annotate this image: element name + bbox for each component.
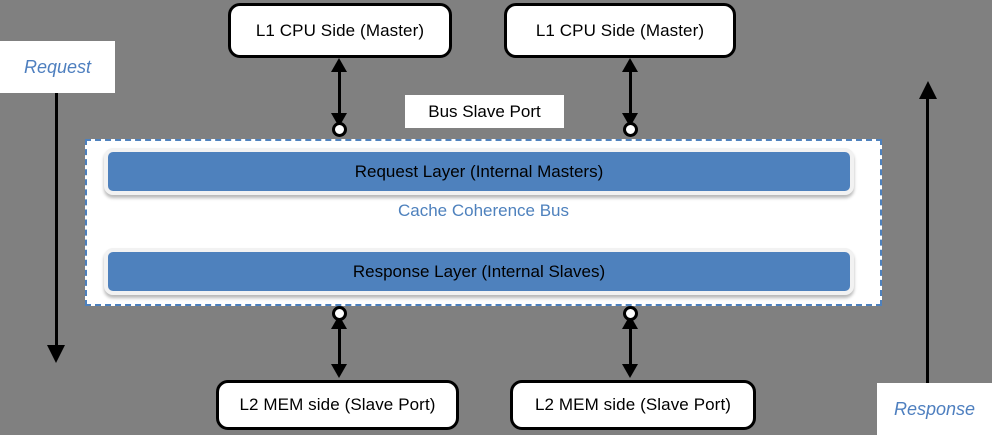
slave-connector-2-line (628, 325, 632, 368)
response-layer-bar[interactable]: Response Layer (Internal Slaves) (104, 248, 854, 295)
response-flow-label: Response (877, 383, 992, 435)
l1-cpu-master-box-1[interactable]: L1 CPU Side (Master) (228, 3, 452, 58)
l2-mem-slave-box-2[interactable]: L2 MEM side (Slave Port) (510, 380, 756, 430)
cache-coherence-bus-container: Request Layer (Internal Masters) Cache C… (85, 139, 882, 306)
slave-port-dot-1[interactable] (331, 306, 347, 321)
request-flow-label: Request (0, 41, 115, 93)
slave-connector-2-arrow-down (622, 364, 638, 378)
master-connector-1-arrow-up (331, 58, 347, 72)
master-port-dot-2[interactable] (622, 122, 638, 137)
slave-connector-1-arrow-down (331, 364, 347, 378)
master-port-dot-1[interactable] (331, 122, 347, 137)
response-flow-line (926, 97, 929, 383)
slave-connector-1-line (337, 325, 341, 368)
request-flow-arrowhead (47, 345, 65, 363)
master-connector-2-line (628, 70, 632, 118)
cache-coherence-bus-title: Cache Coherence Bus (397, 201, 570, 220)
master-connector-2-arrow-up (622, 58, 638, 72)
slave-port-dot-2[interactable] (622, 306, 638, 321)
request-flow-line (55, 93, 58, 348)
request-layer-bar[interactable]: Request Layer (Internal Masters) (104, 148, 854, 195)
response-flow-arrowhead (919, 81, 937, 99)
l1-cpu-master-box-2[interactable]: L1 CPU Side (Master) (504, 3, 736, 58)
master-connector-1-line (337, 70, 341, 118)
bus-slave-port-label: Bus Slave Port (405, 95, 564, 128)
l2-mem-slave-box-1[interactable]: L2 MEM side (Slave Port) (216, 380, 459, 430)
